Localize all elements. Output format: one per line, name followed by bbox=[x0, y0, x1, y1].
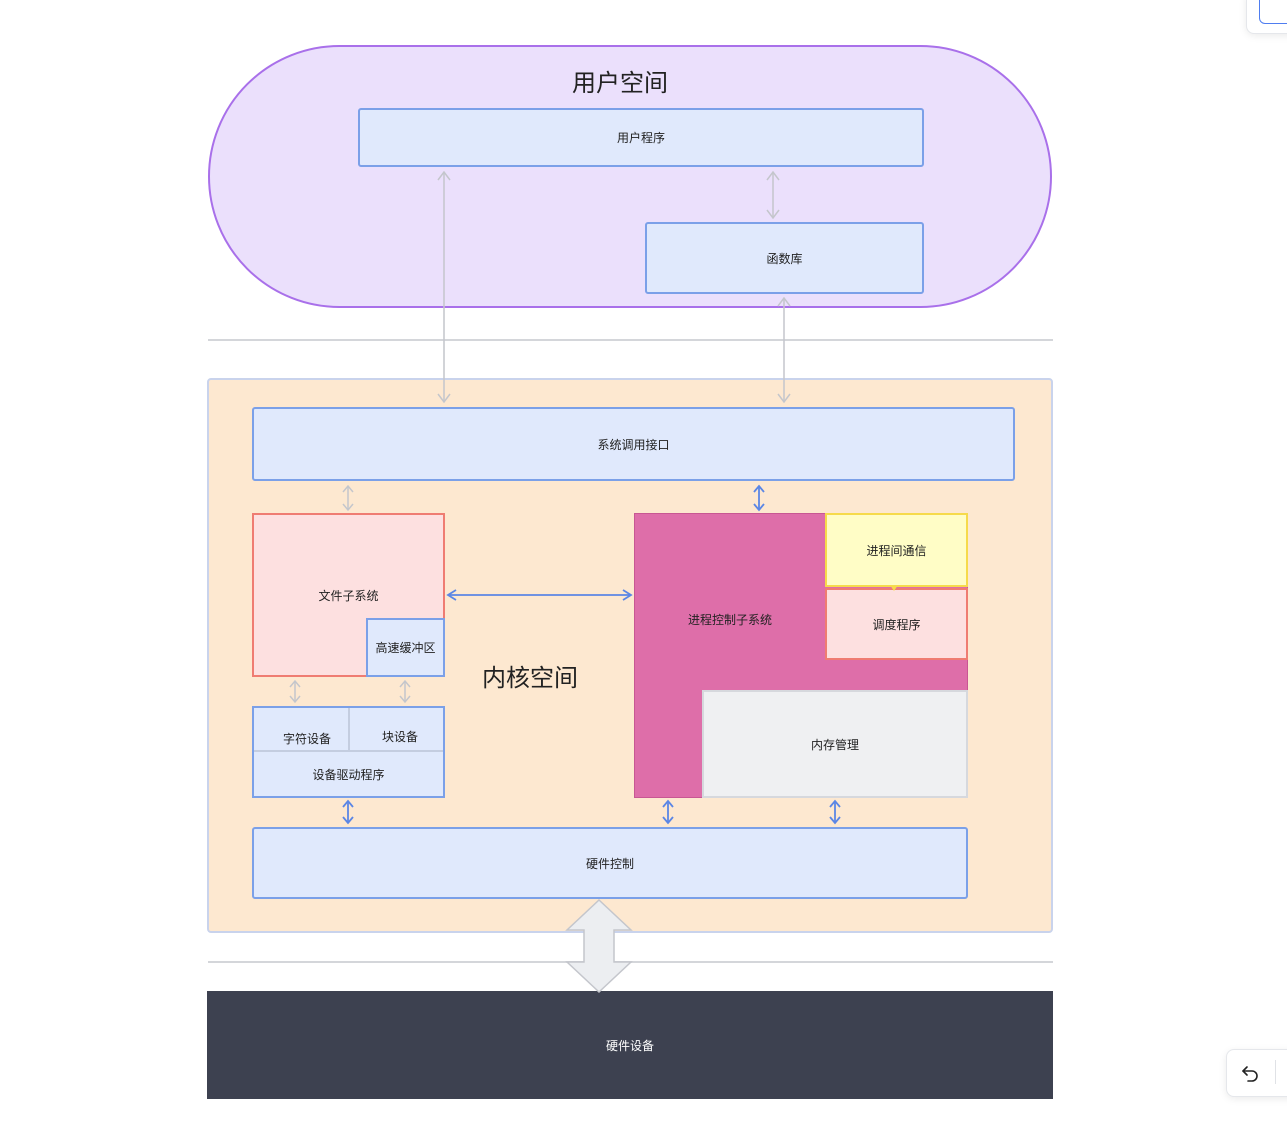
char-device-label[interactable]: 字符设备 bbox=[282, 731, 331, 746]
user-space-title: 用户空间 bbox=[572, 68, 668, 97]
file-subsystem-label: 文件子系统 bbox=[318, 588, 379, 603]
memory-management-box[interactable]: 内存管理 bbox=[702, 690, 968, 798]
hardware-control-box[interactable]: 硬件控制 bbox=[252, 827, 968, 899]
block-device-label[interactable]: 块设备 bbox=[381, 729, 418, 744]
device-divider-horizontal bbox=[254, 750, 443, 752]
kernel-space-title: 内核空间 bbox=[482, 663, 578, 692]
ipc-scheduler-connector bbox=[890, 585, 898, 591]
device-driver-label[interactable]: 设备驱动程序 bbox=[312, 767, 385, 782]
arrow-hw-control-device bbox=[565, 898, 633, 994]
undo-icon[interactable] bbox=[1238, 1060, 1262, 1084]
library-box[interactable]: 函数库 bbox=[645, 222, 924, 294]
user-program-box[interactable]: 用户程序 bbox=[358, 108, 924, 167]
undo-toolbar-divider bbox=[1275, 1060, 1276, 1084]
process-control-label: 进程控制子系统 bbox=[687, 612, 772, 627]
hardware-device-box[interactable]: 硬件设备 bbox=[207, 991, 1053, 1099]
divider-top bbox=[208, 339, 1053, 341]
scheduler-box[interactable]: 调度程序 bbox=[825, 588, 968, 660]
top-right-toolbar-inner[interactable] bbox=[1259, 0, 1287, 24]
buffer-cache-box[interactable]: 高速缓冲区 bbox=[366, 618, 445, 677]
ipc-box[interactable]: 进程间通信 bbox=[825, 513, 968, 587]
device-divider-vertical bbox=[348, 708, 350, 750]
syscall-interface-box[interactable]: 系统调用接口 bbox=[252, 407, 1015, 481]
